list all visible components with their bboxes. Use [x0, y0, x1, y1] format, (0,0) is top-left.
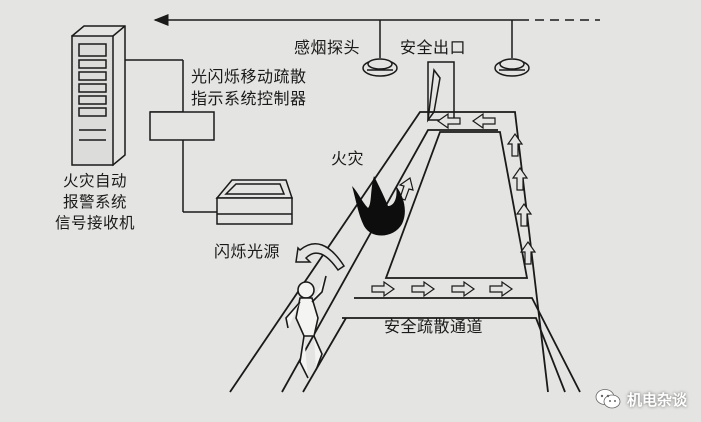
flash-arrow [295, 243, 346, 272]
alarm-panel-cabinet [71, 25, 126, 167]
watermark-text: 机电杂谈 [626, 390, 687, 409]
wechat-icon [595, 389, 621, 409]
alarm-panel-label: 火灾自动 报警系统 信号接收机 [55, 172, 136, 232]
controller-label: 光闪烁移动疏散 指示系统控制器 [191, 67, 307, 108]
evacuation-route-label: 安全疏散通道 [384, 317, 484, 336]
flash-light-label: 闪烁光源 [214, 242, 281, 261]
safety-exit-label: 安全出口 [400, 38, 467, 57]
fire-label: 火灾 [331, 149, 365, 168]
exit-door [426, 61, 455, 123]
controller-box [149, 111, 215, 141]
evacuee-figure [285, 275, 327, 379]
signal-bus [153, 14, 600, 58]
direction-arrows [371, 112, 537, 298]
smoke-detector-left [362, 58, 398, 77]
smoke-detector-right [494, 58, 530, 77]
watermark: 机电杂谈 [595, 388, 687, 410]
smoke-detector-label: 感烟探头 [294, 38, 361, 57]
flash-light-source [215, 179, 294, 225]
fire-flame [352, 176, 405, 236]
